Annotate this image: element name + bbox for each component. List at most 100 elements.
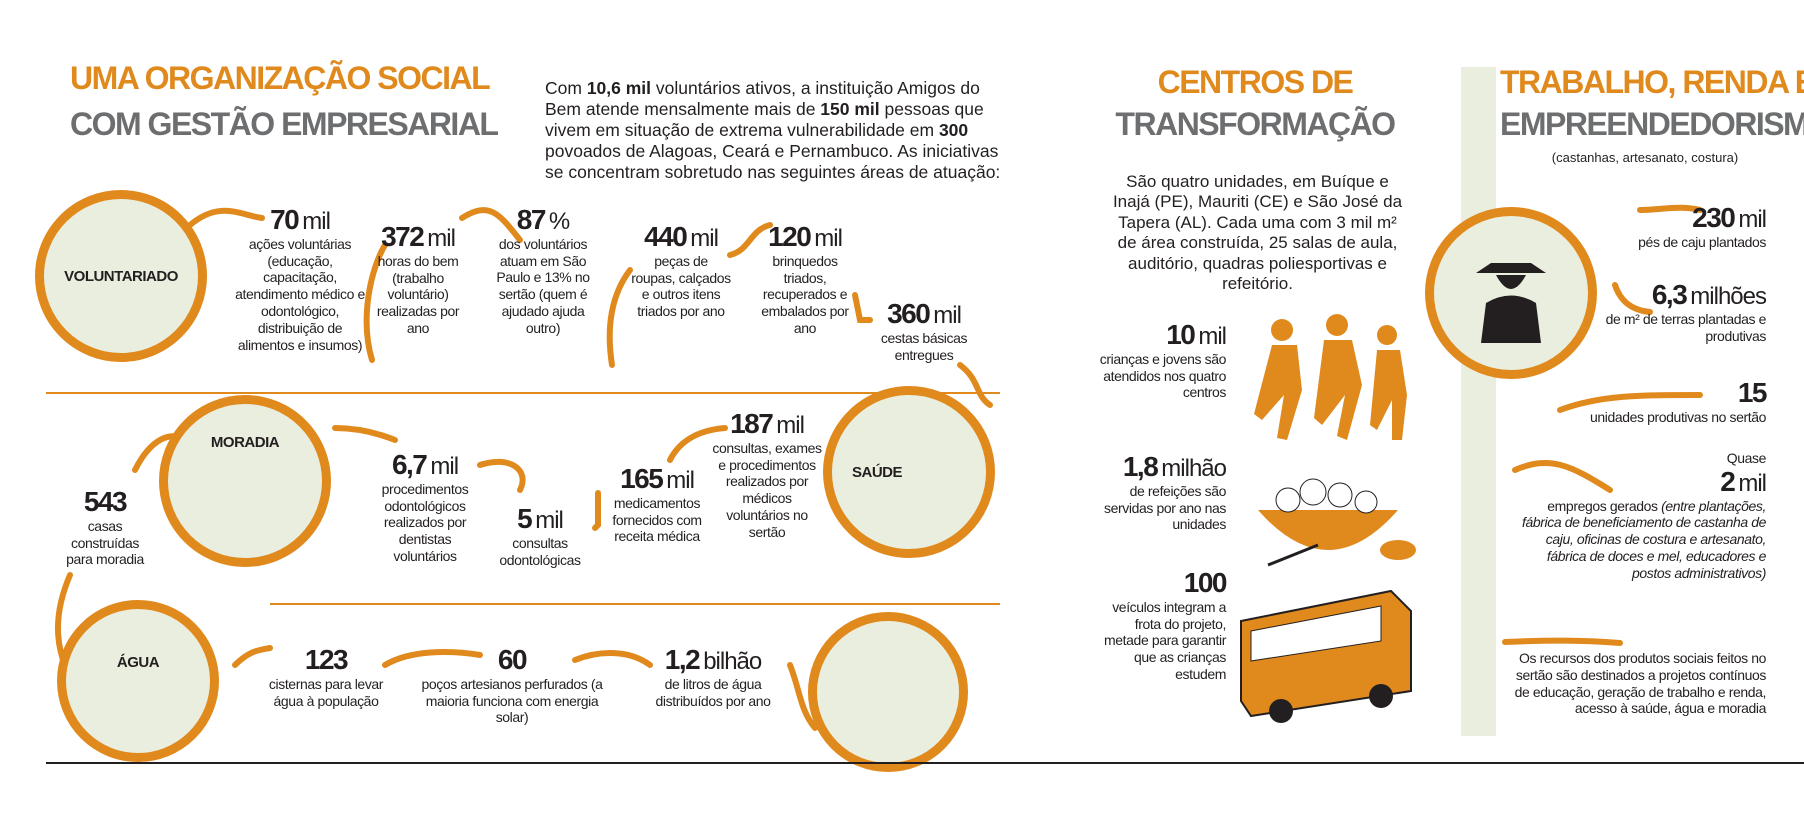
stat-number: 60 xyxy=(497,644,528,675)
stat-detail: (entre plantações, fábrica de beneficiam… xyxy=(1522,497,1766,581)
intro-bold: 10,6 mil xyxy=(586,78,652,98)
intro-text: voluntários ativos, a instituição Amigos… xyxy=(545,78,980,119)
arrow-icon xyxy=(1637,204,1703,213)
food-bowl-icon xyxy=(1258,478,1416,567)
stat-number: 1,2 xyxy=(664,644,701,675)
stat-unit: milhões xyxy=(1690,283,1767,310)
right-title-line2: EMPREENDEDORISMO xyxy=(1500,106,1804,142)
moradia-circle: MORADIA xyxy=(159,395,331,567)
arrow-icon xyxy=(787,662,818,731)
farmer-icon xyxy=(1476,263,1546,343)
left-title-line1: UMA ORGANIZAÇÃO SOCIAL xyxy=(70,60,491,96)
stat-desc: consultas, exames e procedimentos realiz… xyxy=(712,439,822,540)
right-subtitle: (castanhas, artesanato, costura) xyxy=(1551,150,1739,165)
stat-desc: medicamentos fornecidos com receita médi… xyxy=(612,494,702,545)
center-title-line2: TRANSFORMAÇÃO xyxy=(1115,106,1396,142)
stat-number: 10 xyxy=(1166,319,1196,350)
arrow-icon xyxy=(572,650,653,668)
stat-desc: consultas odontológicas xyxy=(499,534,581,568)
stat-desc: horas do bem (trabalho voluntário) reali… xyxy=(376,252,460,336)
stat-unit: mil xyxy=(430,453,459,480)
stat-number: 440 xyxy=(644,221,688,252)
circle-label: ÁGUA xyxy=(116,654,160,671)
intro-bold: 150 mil xyxy=(820,99,880,119)
stat-unit: mil xyxy=(535,507,564,534)
intro-text: povoados de Alagoas, Ceará e Pernambuco.… xyxy=(545,141,1001,182)
arrow-icon xyxy=(477,458,526,493)
stat-unit: mil xyxy=(1738,469,1767,497)
arrow-icon xyxy=(187,207,265,228)
saude-circle: SAÚDE xyxy=(823,386,995,558)
arrow-icon xyxy=(592,490,601,531)
stat-number: 87 xyxy=(516,204,547,235)
stat-desc: peças de roupas, calçados e outros itens… xyxy=(631,252,731,320)
arrow-icon xyxy=(459,207,523,243)
stat-desc: pés de caju plantados xyxy=(1638,233,1766,250)
arrow-icon xyxy=(232,645,273,668)
stat-unit: mil xyxy=(666,467,695,494)
stat-unit: mil xyxy=(690,225,719,252)
stat-unit: mil xyxy=(302,208,331,235)
left-intro: Com 10,6 mil voluntários ativos, a insti… xyxy=(545,78,1015,183)
stat-unit: mil xyxy=(427,225,456,252)
stat-desc: ações voluntárias (educação, capacitação… xyxy=(235,235,365,353)
stat-number: 123 xyxy=(304,644,349,675)
stat-unit: mil xyxy=(814,225,843,252)
arrow-icon xyxy=(1612,282,1653,315)
stat-prefix: Quase xyxy=(1726,450,1767,466)
divider xyxy=(270,603,1000,605)
stat-desc: unidades produtivas no sertão xyxy=(1590,408,1766,425)
stat-desc: de litros de água distribuídos por ano xyxy=(655,675,771,709)
stat-number: 120 xyxy=(768,221,812,252)
arrow-icon xyxy=(363,242,388,363)
stat-number: 1,8 xyxy=(1122,451,1159,482)
stat-unit: mil xyxy=(933,302,962,329)
stat-number: 5 xyxy=(517,503,533,534)
stat-number: 15 xyxy=(1737,377,1768,408)
stat-desc: de refeições são servidas por ano nas un… xyxy=(1104,482,1226,533)
arrow-icon xyxy=(852,292,873,323)
baseline xyxy=(1000,762,1804,764)
voluntariado-circle: VOLUNTARIADO xyxy=(35,190,207,362)
arrow-icon xyxy=(1557,392,1703,413)
arrow-icon xyxy=(957,362,993,408)
arrow-icon xyxy=(1512,460,1613,493)
stat-number: 372 xyxy=(381,221,425,252)
stat-desc: de m² de terras plantadas e produtivas xyxy=(1605,310,1767,344)
arrow-icon xyxy=(332,425,398,443)
arrow-icon xyxy=(727,222,773,258)
stat-desc: empregos gerados xyxy=(1547,497,1658,514)
stat-unit: mil xyxy=(1198,323,1227,350)
stat-desc: brinquedos triados, recuperados e embala… xyxy=(761,252,849,336)
stat-desc: casas construídas para moradia xyxy=(66,517,144,568)
arrow-icon xyxy=(382,649,483,668)
stat-unit: milhão xyxy=(1161,455,1227,482)
stat-number: 230 xyxy=(1692,202,1736,233)
stat-desc: crianças e jovens são atendidos nos quat… xyxy=(1099,350,1227,401)
stat-unit: % xyxy=(548,208,570,235)
center-intro: São quatro unidades, em Buíque e Inajá (… xyxy=(1112,172,1403,293)
stat-desc: veículos integram a frota do projeto, me… xyxy=(1104,598,1226,682)
stat-number: 100 xyxy=(1183,567,1228,598)
agua-circle: ÁGUA xyxy=(57,600,219,762)
baseline xyxy=(46,762,1006,764)
stat-desc: poços artesianos perfurados (a maioria f… xyxy=(421,675,603,726)
stat-number: 165 xyxy=(620,463,664,494)
stat-number: 70 xyxy=(270,204,300,235)
circle-label: VOLUNTARIADO xyxy=(64,267,178,285)
